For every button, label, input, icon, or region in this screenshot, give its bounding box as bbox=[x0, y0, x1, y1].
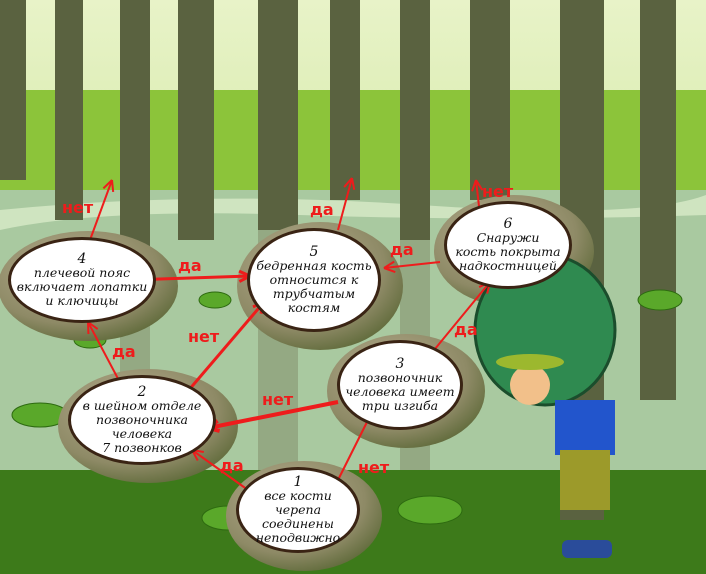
node-text: неподвижно bbox=[255, 530, 341, 545]
node-text: в шейном отделе bbox=[82, 398, 202, 413]
node-text: позвоночник bbox=[357, 370, 443, 385]
node-text: включает лопатки bbox=[16, 279, 148, 294]
node-text: все кости bbox=[264, 488, 332, 503]
edge-label: нет bbox=[62, 198, 94, 217]
node-text: 7 позвонков bbox=[102, 440, 182, 455]
node-text: кость покрыта bbox=[455, 244, 561, 259]
node-text: Снаружи bbox=[476, 230, 540, 245]
node-number: 6 bbox=[503, 216, 513, 232]
arrow-4-to-exit bbox=[89, 179, 115, 241]
node-number: 4 bbox=[77, 251, 87, 267]
edge-label: да bbox=[112, 342, 136, 361]
node-text: бедренная кость bbox=[256, 258, 372, 273]
edge-label: нет bbox=[262, 390, 294, 409]
node-number: 5 bbox=[309, 244, 319, 260]
node-text: позвоночника bbox=[96, 412, 188, 427]
node-text: надкостницей bbox=[459, 258, 557, 273]
node-text: и ключицы bbox=[45, 293, 119, 308]
node-text: костям bbox=[287, 300, 341, 315]
node-text: относится к bbox=[269, 272, 359, 287]
node-text: человека bbox=[111, 426, 173, 441]
node-number: 3 bbox=[395, 356, 405, 372]
arrow-5-to-exit bbox=[337, 177, 356, 231]
edge-label: да bbox=[310, 200, 334, 219]
edge-label: нет bbox=[188, 327, 220, 346]
node-text: черепа соединены bbox=[262, 502, 334, 531]
node-number: 2 bbox=[137, 384, 147, 400]
node-text: трубчатым bbox=[272, 286, 356, 301]
edge-label: да bbox=[178, 256, 202, 275]
hiker-illustration bbox=[473, 253, 617, 558]
node-text: человека имеет bbox=[345, 384, 455, 399]
edge-label: да bbox=[390, 240, 414, 259]
arrow-6-to-5 bbox=[383, 260, 441, 273]
edge-label: нет bbox=[482, 182, 514, 201]
edge-label: да bbox=[454, 320, 478, 339]
edge-label: да bbox=[220, 456, 244, 475]
edge-label: нет bbox=[358, 458, 390, 477]
node-number: 1 bbox=[293, 474, 303, 490]
node-text: плечевой пояс bbox=[33, 265, 131, 280]
node-text: три изгиба bbox=[361, 398, 439, 413]
